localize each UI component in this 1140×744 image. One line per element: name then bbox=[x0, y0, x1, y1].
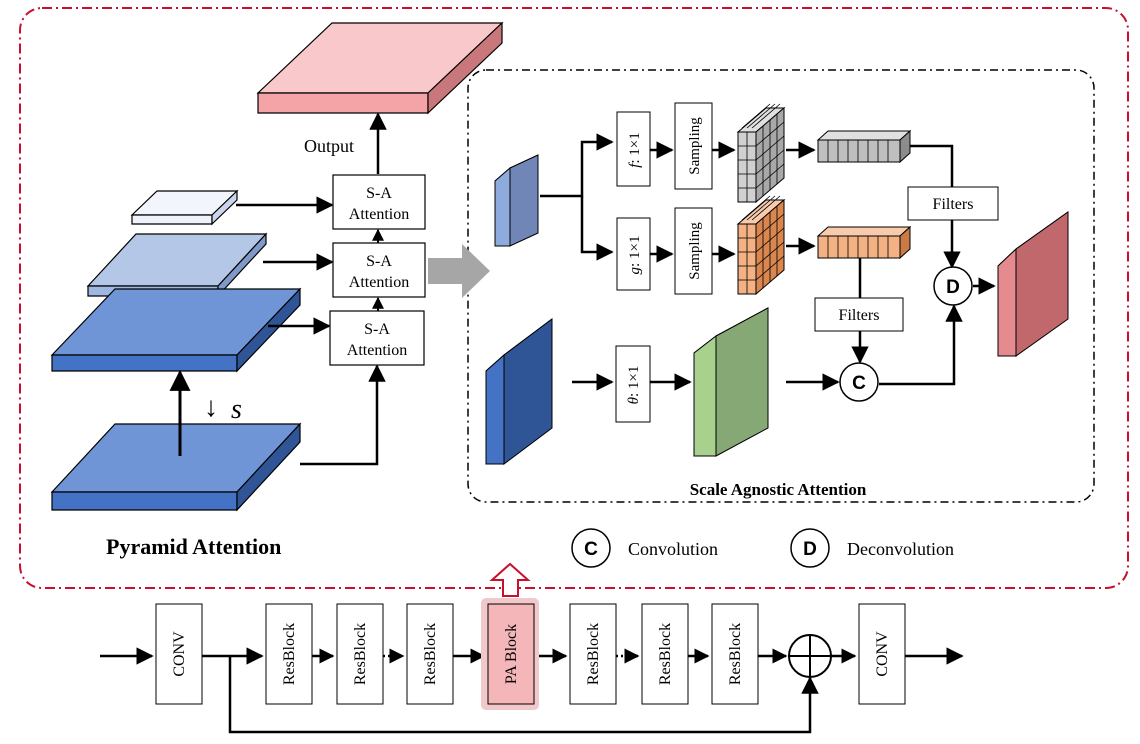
filter-bank-gray bbox=[816, 129, 912, 164]
svg-text:S-A: S-A bbox=[366, 185, 392, 202]
pyramid-level-small bbox=[130, 189, 239, 226]
pyramid-level-large bbox=[50, 287, 302, 373]
pyramid-level-medium bbox=[86, 232, 268, 298]
svg-text:f: 1×1: f: 1×1 bbox=[627, 132, 643, 168]
svg-text:CONV: CONV bbox=[874, 631, 891, 677]
network-block-resblock-4: ResBlock bbox=[569, 603, 617, 705]
svg-text:Filters: Filters bbox=[933, 196, 974, 213]
network-block-resblock-2: ResBlock bbox=[336, 603, 384, 705]
svg-text:C: C bbox=[584, 539, 598, 560]
svg-text:Attention: Attention bbox=[347, 342, 407, 359]
legend-convolution: C Convolution bbox=[571, 528, 718, 568]
svg-text:g: 1×1: g: 1×1 bbox=[627, 236, 643, 275]
network-block-resblock-5: ResBlock bbox=[641, 603, 689, 705]
output-feature-map bbox=[256, 21, 504, 115]
svg-text:CONV: CONV bbox=[171, 631, 188, 677]
svg-text:Sampling: Sampling bbox=[687, 117, 703, 175]
filter-bank-orange bbox=[816, 225, 912, 260]
branch-line bbox=[580, 196, 614, 261]
svg-text:Filters: Filters bbox=[839, 307, 880, 324]
svg-text:ResBlock: ResBlock bbox=[657, 623, 674, 685]
svg-text:θ: 1×1: θ: 1×1 bbox=[626, 366, 642, 405]
svg-text:ResBlock: ResBlock bbox=[422, 623, 439, 685]
sampling-box-top: Sampling bbox=[674, 102, 713, 190]
sampled-patches-orange bbox=[736, 195, 786, 296]
elementwise-sum-icon bbox=[788, 634, 832, 678]
svg-text:ResBlock: ResBlock bbox=[727, 623, 744, 685]
filters-box-bottom: Filters bbox=[814, 297, 904, 332]
svg-text:ResBlock: ResBlock bbox=[281, 623, 298, 685]
conv-f-box: f: 1×1 bbox=[616, 111, 651, 187]
legend-deconvolution: D Deconvolution bbox=[790, 528, 954, 568]
network-block-resblock-1: ResBlock bbox=[265, 603, 313, 705]
sa-attention-box-top: S-A Attention bbox=[332, 174, 426, 230]
sampling-box-bottom: Sampling bbox=[674, 207, 713, 295]
legend-conv-label: Convolution bbox=[628, 539, 718, 559]
convolution-op: C bbox=[839, 362, 879, 402]
filters-box-top: Filters bbox=[907, 186, 999, 221]
svg-text:Attention: Attention bbox=[349, 274, 409, 291]
network-block-resblock-6: ResBlock bbox=[711, 603, 759, 705]
svg-text:Sampling: Sampling bbox=[687, 222, 703, 280]
branch-line bbox=[540, 133, 614, 198]
network-block-resblock-3: ResBlock bbox=[406, 603, 454, 705]
conv-g-box: g: 1×1 bbox=[616, 217, 651, 291]
network-block-conv-in: CONV bbox=[155, 603, 203, 705]
legend-conv-symbol bbox=[571, 528, 611, 568]
svg-text:D: D bbox=[803, 539, 817, 560]
svg-text:PA Block: PA Block bbox=[503, 624, 520, 684]
legend-deconv-symbol bbox=[790, 528, 830, 568]
output-label: Output bbox=[304, 136, 354, 156]
legend-deconv-label: Deconvolution bbox=[847, 539, 954, 559]
network-block-conv-out: CONV bbox=[858, 603, 906, 705]
network-block-pa-block: PA Block bbox=[481, 598, 539, 710]
scale-agnostic-title: Scale Agnostic Attention bbox=[690, 480, 867, 499]
svg-text:ResBlock: ResBlock bbox=[352, 623, 369, 685]
conv-theta-box: θ: 1×1 bbox=[615, 345, 651, 423]
gray-filter-path bbox=[910, 144, 954, 187]
svg-text:S-A: S-A bbox=[364, 321, 390, 338]
svg-text:Attention: Attention bbox=[349, 206, 409, 223]
pa-block-zoom-arrow bbox=[489, 562, 531, 597]
skip-connection bbox=[228, 656, 819, 734]
sa-input-feature bbox=[494, 154, 539, 247]
sa-theta-input-feature bbox=[485, 318, 553, 465]
theta-feature-green bbox=[693, 307, 769, 457]
svg-text:S-A: S-A bbox=[366, 253, 392, 270]
sa-attention-box-middle: S-A Attention bbox=[332, 242, 426, 298]
downscale-arrow-label: ↓ bbox=[204, 392, 218, 423]
svg-text:C: C bbox=[852, 373, 866, 394]
svg-text:D: D bbox=[946, 277, 960, 298]
sa-output-feature bbox=[997, 211, 1069, 357]
sa-attention-box-bottom: S-A Attention bbox=[329, 310, 425, 366]
zoom-in-arrow bbox=[428, 244, 490, 298]
sampled-patches-gray bbox=[736, 103, 786, 204]
conv-to-deconv-arrow bbox=[879, 304, 963, 386]
pyramid-attention-frame bbox=[19, 7, 1129, 589]
svg-text:ResBlock: ResBlock bbox=[585, 623, 602, 685]
input-to-attention-arrow bbox=[300, 364, 386, 466]
downscale-symbol: s bbox=[231, 394, 242, 425]
pyramid-attention-title: Pyramid Attention bbox=[106, 534, 281, 559]
pyramid-level-input bbox=[50, 422, 302, 512]
deconvolution-op: D bbox=[933, 266, 973, 306]
